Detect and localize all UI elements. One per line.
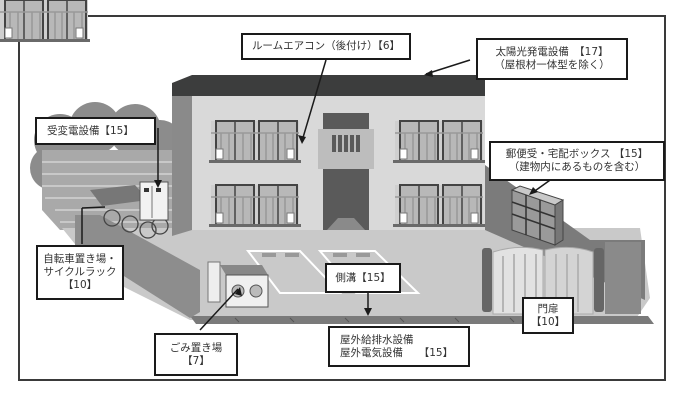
label-gutter: 側溝【15】 <box>325 263 401 293</box>
label-line: 門扉 <box>537 302 559 315</box>
label-line: 受変電設備【15】 <box>47 124 134 137</box>
label-line: （屋根材一体型を除く） <box>494 59 610 71</box>
label-substation: 受変電設備【15】 <box>35 117 156 145</box>
label-line: ルームエアコン（後付け）【6】 <box>251 40 401 52</box>
gutter-curb <box>190 316 654 324</box>
roof <box>172 75 485 96</box>
label-bicycle-parking: 自転車置き場・ サイクルラック 【10】 <box>36 245 124 300</box>
substation-icon <box>139 181 169 221</box>
label-line: 屋外電気設備 【15】 <box>340 346 454 359</box>
label-line: （建物内にあるものを含む） <box>508 161 646 173</box>
label-room-aircon: ルームエアコン（後付け）【6】 <box>241 33 411 60</box>
mailbox-icon <box>510 185 565 246</box>
label-line: 郵便受・宅配ボックス 【15】 <box>505 148 649 160</box>
label-line: サイクルラック <box>43 266 117 278</box>
garbage-station-icon <box>207 261 269 308</box>
label-line: 【10】 <box>62 279 98 291</box>
building-side-wall <box>172 78 192 236</box>
label-line: 自転車置き場・ <box>43 253 117 265</box>
label-line: 太陽光発電設備 【17】 <box>495 46 609 58</box>
label-line: ごみ置き場 <box>169 341 223 354</box>
label-garbage-station: ごみ置き場 【7】 <box>154 333 238 376</box>
label-line: 【10】 <box>530 315 566 328</box>
label-line: 【7】 <box>182 354 210 367</box>
label-mailbox: 郵便受・宅配ボックス 【15】 （建物内にあるものを含む） <box>489 141 665 181</box>
label-line: 側溝【15】 <box>335 271 391 284</box>
balconies <box>0 0 486 228</box>
label-solar-power: 太陽光発電設備 【17】 （屋根材一体型を除く） <box>476 38 628 80</box>
front-left-wall <box>75 215 200 318</box>
label-line: 屋外給排水設備 <box>340 333 414 346</box>
label-outdoor-utilities: 屋外給排水設備 屋外電気設備 【15】 <box>328 326 470 367</box>
bicycle-rack-icon <box>90 185 169 239</box>
label-gate: 門扉 【10】 <box>522 297 574 334</box>
